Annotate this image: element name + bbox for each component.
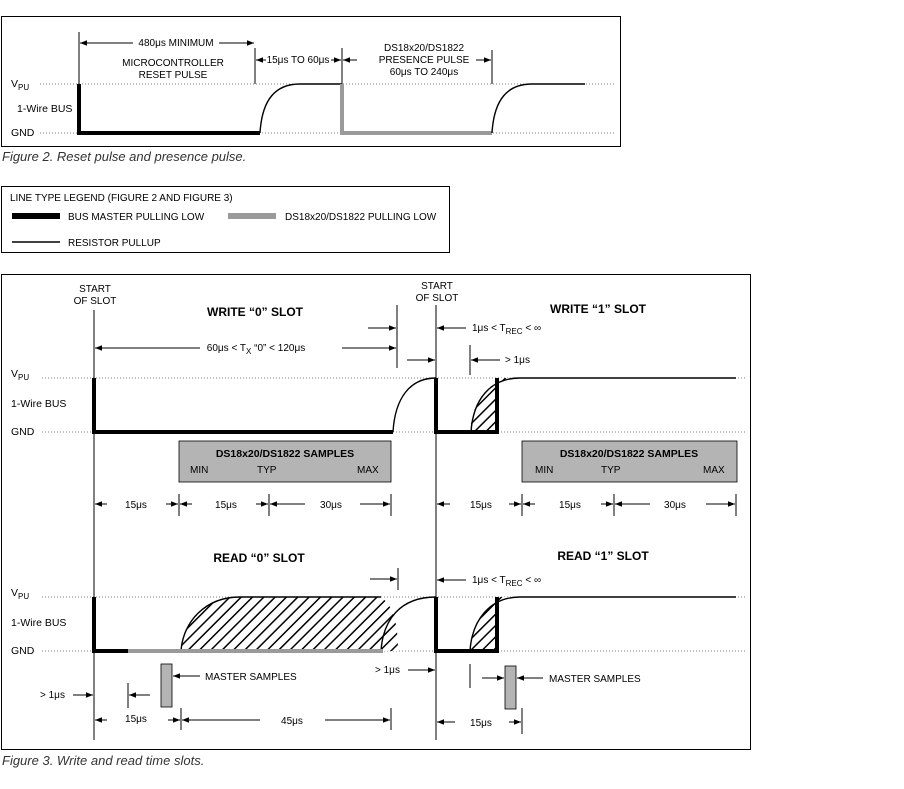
write-1-gt1-label: > 1μs: [505, 355, 530, 366]
write-1-30us: 30μs: [664, 500, 686, 511]
label-480-minimum: 480μs MINIMUM: [138, 38, 213, 49]
start-of-slot-1a: START: [79, 284, 111, 295]
read-1-pullup: [469, 596, 736, 652]
write-1-samples-box: [521, 440, 738, 483]
read-0-pullup-b: [380, 596, 437, 652]
figure-3-frame: [1, 274, 751, 750]
write-1-max: MAX: [703, 465, 725, 476]
figure-2-caption: Figure 2. Reset pulse and presence pulse…: [2, 149, 246, 164]
legend-frame: [1, 186, 450, 253]
figure-2-frame: [1, 16, 621, 147]
read-0-15us: 15μs: [125, 714, 147, 725]
read-0-pullup-a: [180, 596, 381, 652]
read-0-master-samples: MASTER SAMPLES: [205, 672, 297, 683]
read-1-15us: 15μs: [470, 718, 492, 729]
legend-slave-label: DS18x20/DS1822 PULLING LOW: [285, 212, 437, 223]
write-1-pullup: [470, 377, 736, 433]
figure-3: VPU 1-Wire BUS GND VPU 1-Wire BUS GND ST…: [1, 274, 751, 768]
write-1-typ: TYP: [601, 465, 621, 476]
read-0-hatch: [181, 597, 398, 651]
read-0-title: READ “0” SLOT: [213, 551, 305, 565]
read-0-gt1: > 1μs: [40, 690, 65, 701]
start-of-slot-2a: START: [421, 281, 453, 292]
label-presence-1: DS18x20/DS1822: [384, 43, 464, 54]
vpu-label-read: VPU: [11, 587, 29, 601]
reset-pulse-line: [77, 84, 260, 135]
pullup-curve-2: [491, 83, 585, 134]
figure-2: VPU 1-Wire BUS GND 480μs MINIMUM MICROCO…: [1, 16, 621, 164]
pullup-curve-1: [259, 83, 342, 134]
read-1-master-sample-mark: [504, 665, 517, 710]
read-0-45us: 45μs: [281, 716, 303, 727]
bus-label-write: 1-Wire BUS: [11, 398, 66, 410]
gnd-label-write: GND: [11, 426, 35, 438]
read-0-master-line: [92, 597, 128, 653]
write-0-typ: TYP: [257, 465, 277, 476]
write-0-15us-b: 15μs: [215, 500, 237, 511]
write-0-title: WRITE “0” SLOT: [207, 305, 304, 319]
write-0-15us-a: 15μs: [125, 500, 147, 511]
read-1-trec-label: 1μs < TREC < ∞: [472, 575, 541, 588]
label-presence-3: 60μs TO 240μs: [390, 67, 458, 78]
start-of-slot-2b: OF SLOT: [416, 293, 459, 304]
write-1-min: MIN: [535, 465, 553, 476]
legend-title: LINE TYPE LEGEND (FIGURE 2 AND FIGURE 3): [10, 193, 233, 204]
start-of-slot-1b: OF SLOT: [74, 296, 117, 307]
write-1-trec-label: 1μs < TREC < ∞: [472, 323, 541, 336]
legend-pullup-label: RESISTOR PULLUP: [68, 238, 161, 249]
write-0-max: MAX: [357, 465, 379, 476]
write-1-title: WRITE “1” SLOT: [550, 302, 647, 316]
read-1-title: READ “1” SLOT: [557, 549, 649, 563]
write-0-samples-box: [178, 440, 392, 483]
write-1-15us-b: 15μs: [559, 500, 581, 511]
figure-3-caption: Figure 3. Write and read time slots.: [2, 753, 204, 768]
read-0-master-sample-mark: [160, 663, 173, 708]
read-1-master-line: [434, 597, 499, 653]
bus-label: 1-Wire BUS: [17, 103, 72, 115]
read-1-master-samples: MASTER SAMPLES: [549, 674, 641, 685]
read-0-gt1-right: > 1μs: [375, 665, 400, 676]
label-presence-2: PRESENCE PULSE: [379, 55, 470, 66]
label-mc-reset-1: MICROCONTROLLER: [122, 58, 224, 69]
write-0-min: MIN: [190, 465, 208, 476]
vpu-label: VPU: [11, 78, 29, 92]
write-1-15us-a: 15μs: [470, 500, 492, 511]
write-0-samples-title: DS18x20/DS1822 SAMPLES: [216, 448, 354, 460]
write-1-samples-title: DS18x20/DS1822 SAMPLES: [560, 448, 698, 460]
vpu-label-write: VPU: [11, 368, 29, 382]
legend: LINE TYPE LEGEND (FIGURE 2 AND FIGURE 3)…: [1, 186, 450, 253]
gnd-label-read: GND: [11, 645, 35, 657]
write-0-30us: 30μs: [320, 500, 342, 511]
label-15-60: 15μs TO 60μs: [267, 55, 330, 66]
gnd-label: GND: [11, 127, 35, 139]
presence-pulse-line: [340, 84, 492, 135]
write-0-pullup: [392, 377, 437, 433]
write-0-master-line: [92, 378, 393, 434]
label-mc-reset-2: RESET PULSE: [139, 70, 208, 81]
write-0-tx-label: 60μs < TX “0” < 120μs: [207, 343, 305, 356]
legend-master-label: BUS MASTER PULLING LOW: [68, 212, 205, 223]
write-1-master-line: [434, 378, 499, 434]
bus-label-read: 1-Wire BUS: [11, 617, 66, 629]
